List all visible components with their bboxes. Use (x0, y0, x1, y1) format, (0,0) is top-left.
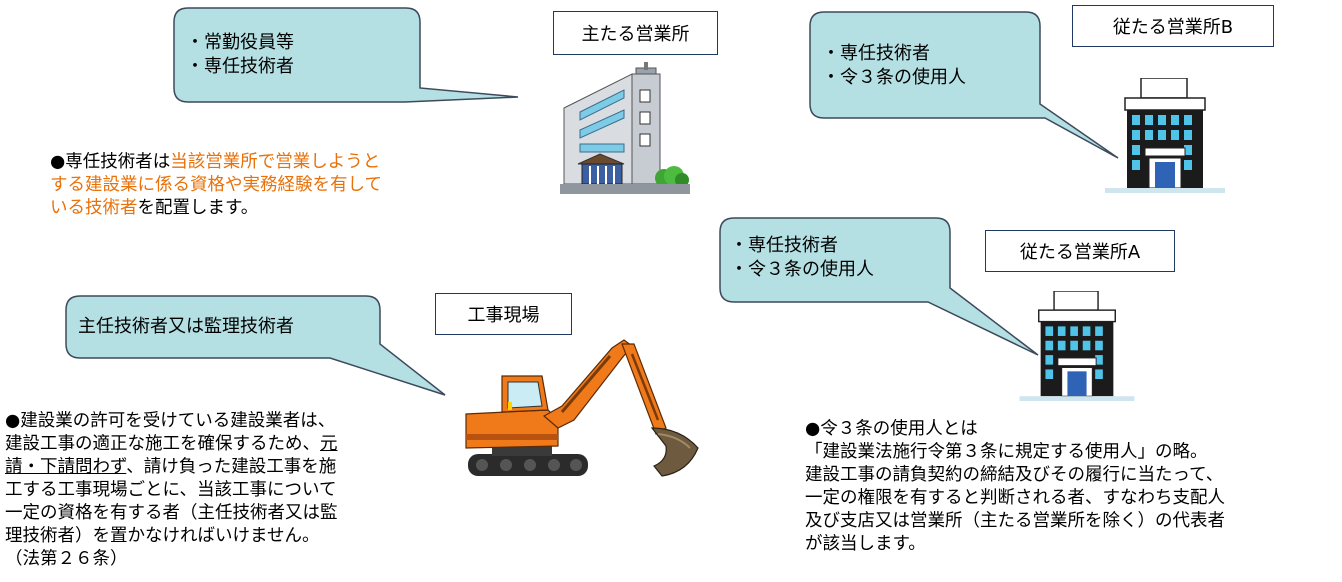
bubble-branch-a-text: ・専任技術者 ・令３条の使用人 (730, 235, 874, 280)
site-note: ●建設業の許可を受けている建設業者は、 建設工事の適正な施工を確保するため、元 … (5, 411, 338, 569)
label-branch-b: 従たる営業所B (1072, 5, 1274, 47)
label-branch-a: 従たる営業所A (985, 230, 1175, 272)
office-building-icon (560, 62, 690, 194)
engineer-note: ●専任技術者は当該営業所で営業しようと する建設業に係る資格や実務経験を有して … (50, 152, 382, 218)
label-site: 工事現場 (435, 293, 572, 335)
bubble-main-office-text: ・常勤役員等 ・専任技術者 (186, 32, 294, 77)
bubble-branch-b-text: ・専任技術者 ・令３条の使用人 (822, 43, 966, 88)
branch-building-icon (1019, 291, 1135, 401)
bubble-site-text: 主任技術者又は監理技術者 (78, 316, 294, 337)
excavator-icon (465, 339, 699, 477)
label-main-office: 主たる営業所 (553, 11, 718, 55)
rei3-note: ●令３条の使用人とは 「建設業法施行令第３条に規定する使用人」の略。 建設工事の… (805, 419, 1225, 554)
branch-building-icon (1105, 78, 1225, 193)
